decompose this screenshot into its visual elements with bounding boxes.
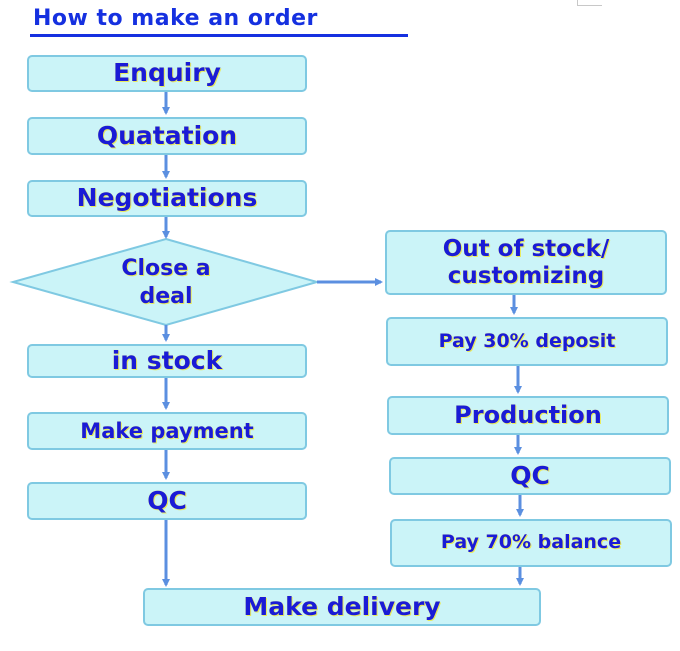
step-out-of-stock: Out of stock/ customizing (385, 230, 667, 295)
step-enquiry-label: Enquiry (113, 58, 221, 88)
step-make-delivery-label: Make delivery (243, 591, 441, 621)
step-out-of-stock-line-2: customizing (447, 262, 605, 289)
step-qc-right-label: QC (510, 460, 550, 490)
diagram-title: How to make an order (33, 6, 318, 31)
step-deposit-label: Pay 30% deposit (438, 329, 616, 352)
step-qc-left-label: QC (147, 485, 187, 515)
decision-label: Close a deal (86, 255, 246, 311)
title-underline (30, 34, 408, 37)
step-balance-label: Pay 70% balance (440, 531, 622, 554)
step-out-of-stock-line-1: Out of stock/ (442, 236, 610, 263)
step-make-payment: Make payment (27, 412, 307, 450)
step-in-stock-label: in stock (111, 345, 223, 375)
decision-label-line-1: Close a (121, 256, 211, 281)
step-make-delivery: Make delivery (143, 588, 541, 626)
step-negotiations-label: Negotiations (76, 183, 258, 213)
step-qc-right: QC (389, 457, 671, 495)
step-make-payment-label: Make payment (80, 418, 254, 443)
decision-label-line-2: deal (139, 284, 193, 309)
step-production-label: Production (454, 400, 602, 429)
step-balance: Pay 70% balance (390, 519, 672, 567)
step-quotation-label: Quatation (96, 120, 238, 150)
step-deposit: Pay 30% deposit (386, 317, 668, 366)
step-negotiations: Negotiations (27, 180, 307, 217)
step-qc-left: QC (27, 482, 307, 520)
step-in-stock: in stock (27, 344, 307, 378)
step-enquiry: Enquiry (27, 55, 307, 92)
step-production: Production (387, 396, 669, 435)
corner-mark (577, 0, 602, 6)
step-quotation: Quatation (27, 117, 307, 155)
